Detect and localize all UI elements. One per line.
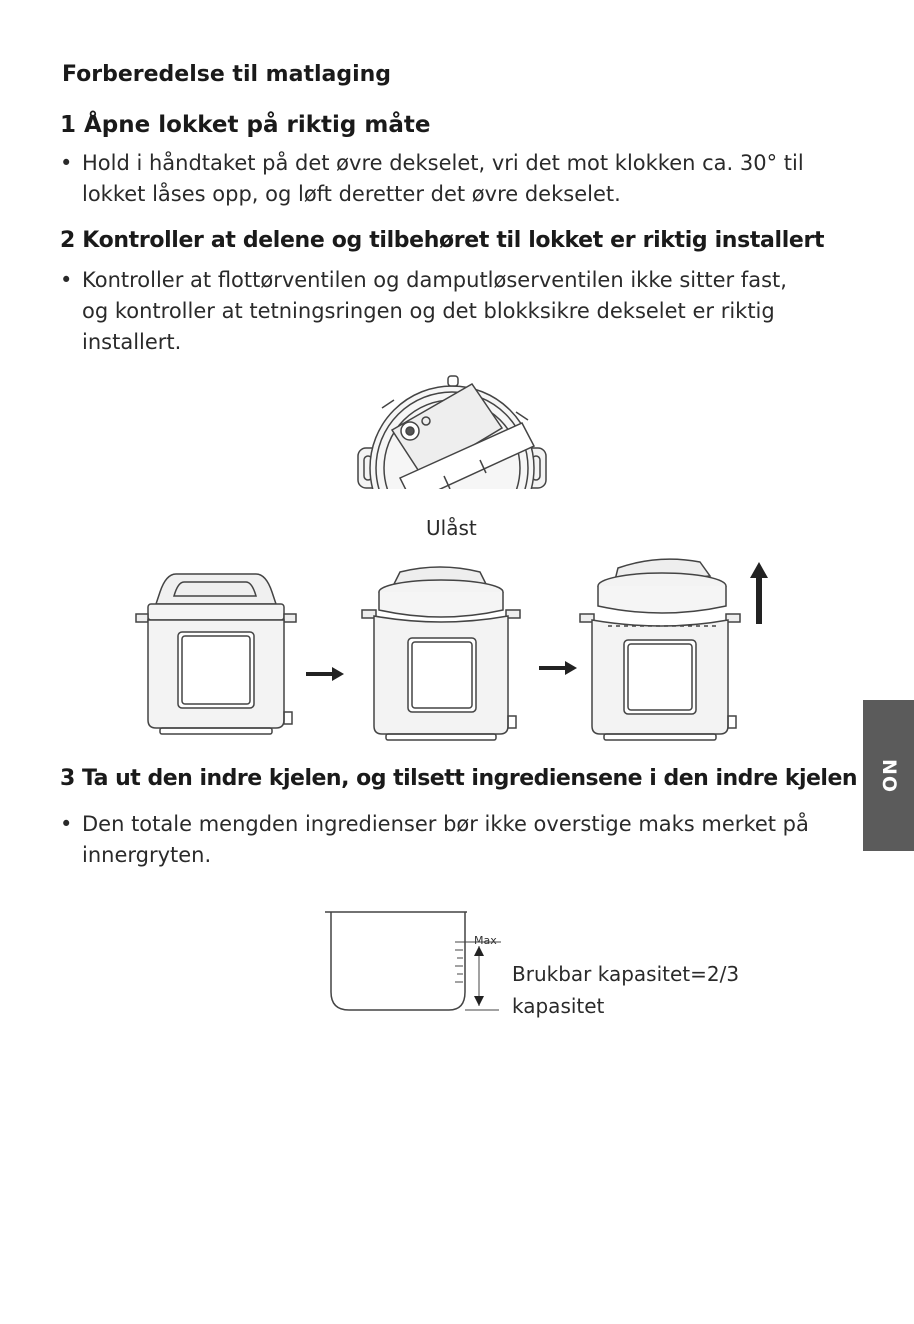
language-tab: NO xyxy=(863,700,914,851)
arrow-up-icon xyxy=(750,562,768,624)
section-3-heading: 3 Ta ut den indre kjelen, og tilsett ing… xyxy=(60,766,858,791)
bullet-line: Den totale mengden ingredienser bør ikke… xyxy=(82,812,809,836)
arrow-right-1 xyxy=(306,667,344,681)
page-title: Forberedelse til matlaging xyxy=(62,62,392,87)
bullet-dot: • xyxy=(60,151,73,175)
inner-pot-illustration xyxy=(325,911,501,1011)
arrow-right-2 xyxy=(539,661,577,675)
bullet-line: og kontroller at tetningsringen og det b… xyxy=(82,299,775,323)
capacity-line: kapasitet xyxy=(512,994,605,1018)
section-1-heading: 1 Åpne lokket på riktig måte xyxy=(60,112,431,138)
capacity-note: Brukbar kapasitet=2/3 kapasitet xyxy=(512,958,739,1022)
cooker-step-1 xyxy=(135,573,297,735)
max-label: Max xyxy=(474,934,497,947)
unlocked-caption: Ulåst xyxy=(426,516,477,540)
section-1-bullet: • Hold i håndtaket på det øvre dekselet,… xyxy=(60,148,842,210)
section-3-bullet: • Den totale mengden ingredienser bør ik… xyxy=(60,809,852,871)
lid-top-view-illustration xyxy=(357,375,547,489)
section-2-heading: 2 Kontroller at delene og tilbehøret til… xyxy=(60,228,825,253)
language-tab-label: NO xyxy=(877,758,900,793)
bullet-dot: • xyxy=(60,268,73,292)
capacity-line: Brukbar kapasitet=2/3 xyxy=(512,962,740,986)
bullet-line: lokket låses opp, og løft deretter det ø… xyxy=(82,182,621,206)
section-2-bullet: • Kontroller at flottørventilen og dampu… xyxy=(60,265,842,358)
bullet-line: Hold i håndtaket på det øvre dekselet, v… xyxy=(82,151,804,175)
bullet-dot: • xyxy=(60,812,73,836)
bullet-line: Kontroller at flottørventilen og damputl… xyxy=(82,268,787,292)
cooker-step-2 xyxy=(361,566,521,741)
bullet-line: innergryten. xyxy=(82,843,212,867)
bullet-line: installert. xyxy=(82,330,182,354)
cooker-step-3 xyxy=(579,558,741,741)
